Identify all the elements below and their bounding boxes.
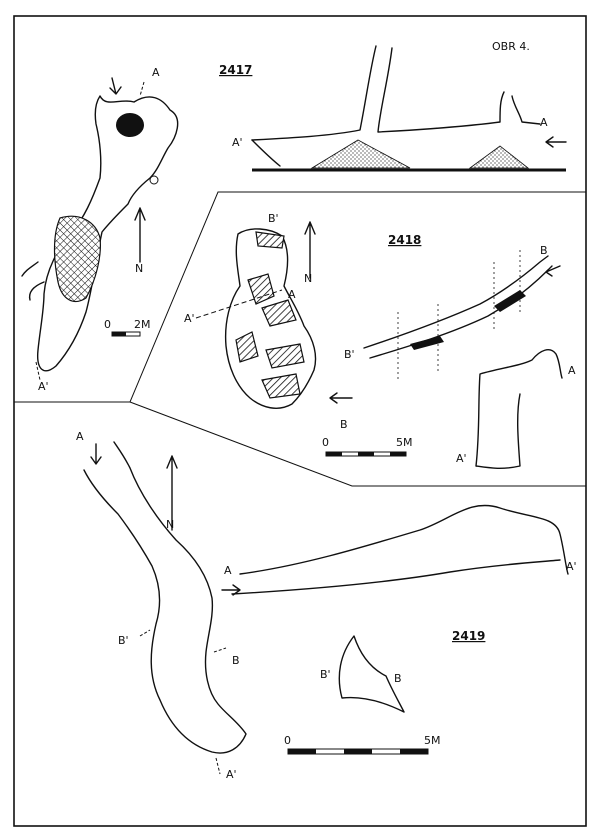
svg-text:0: 0 — [284, 734, 291, 747]
cave-2418-label-b: B — [340, 418, 348, 431]
cave-2417-sediment-1 — [310, 139, 411, 169]
cave-2419-label-a: A — [76, 430, 84, 443]
cave-2419-label-b: B — [232, 654, 240, 667]
cave-2418-north-arrow: N — [304, 221, 316, 285]
cave-2418-hatch-2 — [261, 299, 297, 327]
cave-2418-profile-arrow — [545, 265, 561, 277]
cave-2417-scale-bar: 0 2M — [104, 318, 151, 337]
cave-2419-plan-wall — [83, 441, 247, 754]
cave-2419-north-arrow: N — [166, 455, 178, 531]
svg-text:0: 0 — [104, 318, 111, 331]
cave-2417-plan-wall — [37, 95, 179, 372]
cave-2418-label-a: A — [288, 288, 296, 301]
cave-2419: 2419 A A' B B' N A A' B' B 0 5M — [76, 430, 577, 781]
svg-text:5M: 5M — [396, 436, 413, 449]
cave-2417-profile-arrow — [545, 136, 567, 148]
cave-2417-profile-label-a: A — [540, 116, 548, 129]
svg-text:N: N — [166, 518, 174, 531]
svg-text:2M: 2M — [134, 318, 151, 331]
cave-2419-label-a-prime: A' — [226, 768, 237, 781]
cave-2417-pillar-upper — [116, 113, 144, 137]
cave-2418-cross-section — [475, 349, 563, 469]
cave-2419-entrance-arrow — [90, 443, 102, 465]
cave-2419-section-label-b-prime: B' — [320, 668, 331, 681]
cave-2418-scale-bar: 0 5M — [322, 436, 413, 457]
cave-2419-section-label-b: B — [394, 672, 402, 685]
cave-2417-label-a-prime: A' — [38, 380, 49, 393]
svg-text:N: N — [135, 262, 143, 275]
cave-2419-profile-arrow — [221, 584, 241, 596]
cave-2418-hatch-1 — [247, 273, 275, 305]
cave-2417: 2417 A A' N 0 2M A' A — [21, 45, 567, 393]
cave-2418-hatch-4 — [265, 343, 305, 369]
panel-divider-lower — [129, 401, 586, 487]
cave-2417-profile-label-a-prime: A' — [232, 136, 243, 149]
cave-2418-profile-label-b: B — [540, 244, 548, 257]
cave-2417-sediment-2 — [468, 145, 530, 169]
cave-2418-profile-label-b-prime: B' — [344, 348, 355, 361]
cave-id-2418: 2418 — [388, 233, 421, 247]
cave-2417-label-a: A — [152, 66, 160, 79]
cave-2419-profile-label-a: A — [224, 564, 232, 577]
cave-2419-scale-bar: 0 5M — [284, 734, 441, 755]
cave-2418-profile — [363, 255, 549, 359]
cave-2418-section-label-a: A — [568, 364, 576, 377]
panel-divider-upper — [14, 191, 586, 403]
cave-2418: 2418 A A' B' B N 0 5M B — [184, 212, 576, 469]
cave-2417-north-arrow: N — [134, 207, 146, 275]
cave-2418-plan-wall — [224, 228, 317, 409]
cave-2419-section-bb — [139, 629, 227, 653]
cave-2417-hatched-block — [53, 215, 101, 303]
svg-text:0: 0 — [322, 436, 329, 449]
cave-2418-hatch-6 — [255, 231, 285, 249]
cave-id-2419: 2419 — [452, 629, 485, 643]
cave-2419-label-b-prime: B' — [118, 634, 129, 647]
figure-frame — [13, 15, 587, 827]
cave-2419-profile-label-a-prime: A' — [566, 560, 577, 573]
cave-2418-profile-guides — [397, 250, 521, 380]
cave-2417-side-passage — [21, 261, 45, 301]
cave-2418-section-label-a-prime: A' — [456, 452, 467, 465]
cave-2417-survey-point — [149, 175, 159, 185]
cave-2419-section-a-prime — [215, 757, 221, 775]
cave-2417-profile-wall-left — [251, 139, 281, 167]
figure-label: OBR 4. — [492, 40, 530, 53]
cave-2418-entrance-arrow — [329, 392, 353, 404]
cave-2417-profile-ceiling — [251, 45, 541, 141]
cave-id-2417: 2417 — [219, 63, 252, 77]
cave-2418-section-aa — [195, 289, 283, 319]
cave-2417-entrance-arrow — [109, 77, 122, 95]
cave-2418-label-a-prime: A' — [184, 312, 195, 325]
svg-text:5M: 5M — [424, 734, 441, 747]
svg-text:N: N — [304, 272, 312, 285]
cave-2418-hatch-5 — [261, 373, 301, 399]
cave-2419-cross-section — [338, 635, 405, 713]
cave-2417-section-a-prime — [35, 361, 41, 381]
cave-2419-profile — [231, 504, 569, 595]
cave-2418-label-b-prime: B' — [268, 212, 279, 225]
cave-2418-hatch-3 — [235, 331, 259, 363]
cave-2418-profile-hatch — [410, 290, 526, 350]
cave-2417-section-a — [139, 81, 145, 97]
